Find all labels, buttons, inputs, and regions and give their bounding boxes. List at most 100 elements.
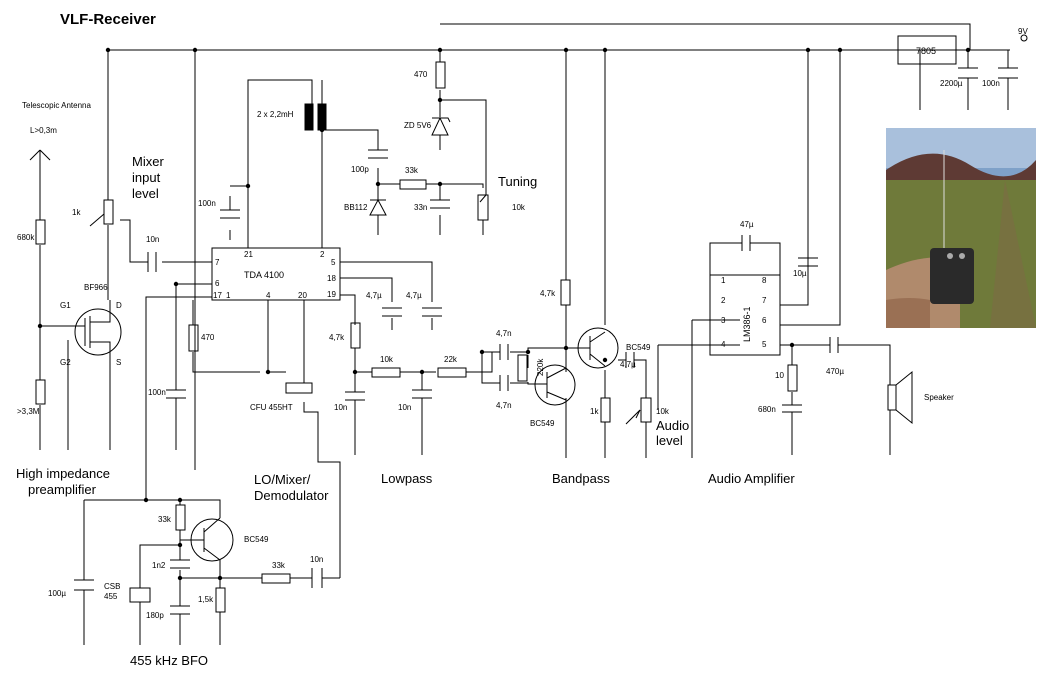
fet-pin-g2: G2 xyxy=(60,358,71,367)
ic-tda4100 xyxy=(211,247,341,301)
label-33k-out: 33k xyxy=(272,561,286,570)
resistor-22k xyxy=(437,367,467,378)
label-4u7-a: 4,7µ xyxy=(366,291,382,300)
mixer-level-label-full: . xyxy=(132,154,136,169)
label-100n-psu: 100n xyxy=(982,79,1000,88)
resistor-33k-tune xyxy=(399,179,427,190)
label-1k-mix: 1k xyxy=(72,208,81,217)
label-33n: 33n xyxy=(414,203,427,212)
mosfet-bf966 xyxy=(74,300,122,356)
label-47u-fb: 47µ xyxy=(740,220,754,229)
label-10k-tune: 10k xyxy=(512,203,526,212)
zener-5v6 xyxy=(431,116,451,136)
label-220k: 220k xyxy=(536,358,545,376)
pot-10k-audio[interactable] xyxy=(640,397,652,423)
pot-10k-tuning-arrow xyxy=(479,194,487,203)
capacitor-100p xyxy=(368,149,388,159)
label-bp1: BC549 xyxy=(530,419,555,428)
transistor-bc549-bp2 xyxy=(576,327,619,369)
resistor-470-zd xyxy=(435,61,446,89)
capacitor-1n2 xyxy=(170,559,190,569)
resistor-680k xyxy=(35,219,46,245)
varactor-bb112 xyxy=(369,198,387,216)
tda-pin-20: 20 xyxy=(298,291,307,300)
label-100n-low: 100n xyxy=(148,388,166,397)
capacitor-33n xyxy=(430,199,450,209)
ic-lm386 xyxy=(709,274,781,356)
resistor-3-3m xyxy=(35,379,46,405)
label-180p: 180p xyxy=(146,611,164,620)
capacitor-2200u xyxy=(958,67,978,79)
capacitor-4n7-b xyxy=(499,375,509,391)
resistor-1k-bp xyxy=(600,397,611,423)
label-2200u: 2200µ xyxy=(940,79,963,88)
label-470-zd: 470 xyxy=(414,70,428,79)
label-100u: 100µ xyxy=(48,589,66,598)
transistor-bc549-bp1 xyxy=(534,364,576,406)
filter-cfu455ht xyxy=(285,382,313,394)
supply-voltage: 9V xyxy=(1018,27,1028,36)
label-10n-lp2: 10n xyxy=(398,403,411,412)
capacitor-4u7-b xyxy=(422,307,442,317)
capacitor-470u xyxy=(829,337,839,353)
transistor-bc549-bfo xyxy=(180,517,234,562)
pot-10k-tuning[interactable] xyxy=(477,194,489,221)
antenna-label: Telescopic Antenna xyxy=(22,101,91,110)
label-10: 10 xyxy=(775,371,784,380)
device-photo xyxy=(886,128,1036,328)
lm386-pin-5: 5 xyxy=(762,340,767,349)
capacitor-4u7-c xyxy=(625,352,635,368)
label-4u7-b: 4,7µ xyxy=(406,291,422,300)
resistor-1k5 xyxy=(215,587,226,613)
resistor-220k xyxy=(517,354,528,382)
label-470-tda: 470 xyxy=(201,333,215,342)
antenna-length: L>0,3m xyxy=(30,126,57,135)
capacitor-180p xyxy=(170,605,190,615)
tda-pin-4: 4 xyxy=(266,291,271,300)
label-22k: 22k xyxy=(444,355,458,364)
lm386-pin-7: 7 xyxy=(762,296,767,305)
tuning-label: Tuning xyxy=(498,174,537,189)
pot-10k-audio-arrow xyxy=(625,409,641,425)
pot-1k-arrow xyxy=(89,213,105,227)
tda-name: TDA 4100 xyxy=(244,270,284,280)
fet-pin-g1: G1 xyxy=(60,301,71,310)
lm386-pin-8: 8 xyxy=(762,276,767,285)
capacitor-4u7-a xyxy=(382,307,402,317)
pot-1k-mixer[interactable] xyxy=(103,199,114,225)
label-4n7-b: 4,7n xyxy=(496,401,512,410)
capacitor-100n-low xyxy=(166,389,186,399)
lm386-pin-1: 1 xyxy=(721,276,726,285)
resistor-4k7 xyxy=(350,322,361,349)
supply-terminal[interactable] xyxy=(1020,34,1028,42)
resonator-csb455 xyxy=(129,587,151,603)
capacitor-10n-lp1 xyxy=(345,391,365,401)
regulator-7805 xyxy=(897,35,957,65)
capacitor-100u xyxy=(74,579,94,591)
label-4k7-bp: 4,7k xyxy=(540,289,556,298)
label-33k-tune: 33k xyxy=(405,166,419,175)
label-speaker: Speaker xyxy=(924,393,954,402)
label-bfo-transistor: BC549 xyxy=(244,535,269,544)
section-bandpass: Bandpass xyxy=(552,471,610,486)
capacitor-47u-fb xyxy=(741,235,751,251)
label-10n-lp1: 10n xyxy=(334,403,347,412)
tda-pin-19: 19 xyxy=(327,290,336,299)
lm386-name: LM386-1 xyxy=(742,306,752,342)
capacitor-10n-out xyxy=(311,568,323,588)
lm386-pin-2: 2 xyxy=(721,296,726,305)
antenna-symbol xyxy=(29,149,51,165)
lm386-pin-6: 6 xyxy=(762,316,767,325)
label-3-3m: >3,3M xyxy=(17,407,40,416)
resistor-33k-out xyxy=(261,573,291,584)
tda-pin-18: 18 xyxy=(327,274,336,283)
tda-pin-21: 21 xyxy=(244,250,253,259)
speaker-symbol xyxy=(887,370,913,425)
label-cfu: CFU 455HT xyxy=(250,403,293,412)
label-bp2: BC549 xyxy=(626,343,651,352)
label-4n7-a: 4,7n xyxy=(496,329,512,338)
capacitor-100n-tda xyxy=(220,209,240,219)
wire-network xyxy=(39,23,1010,645)
